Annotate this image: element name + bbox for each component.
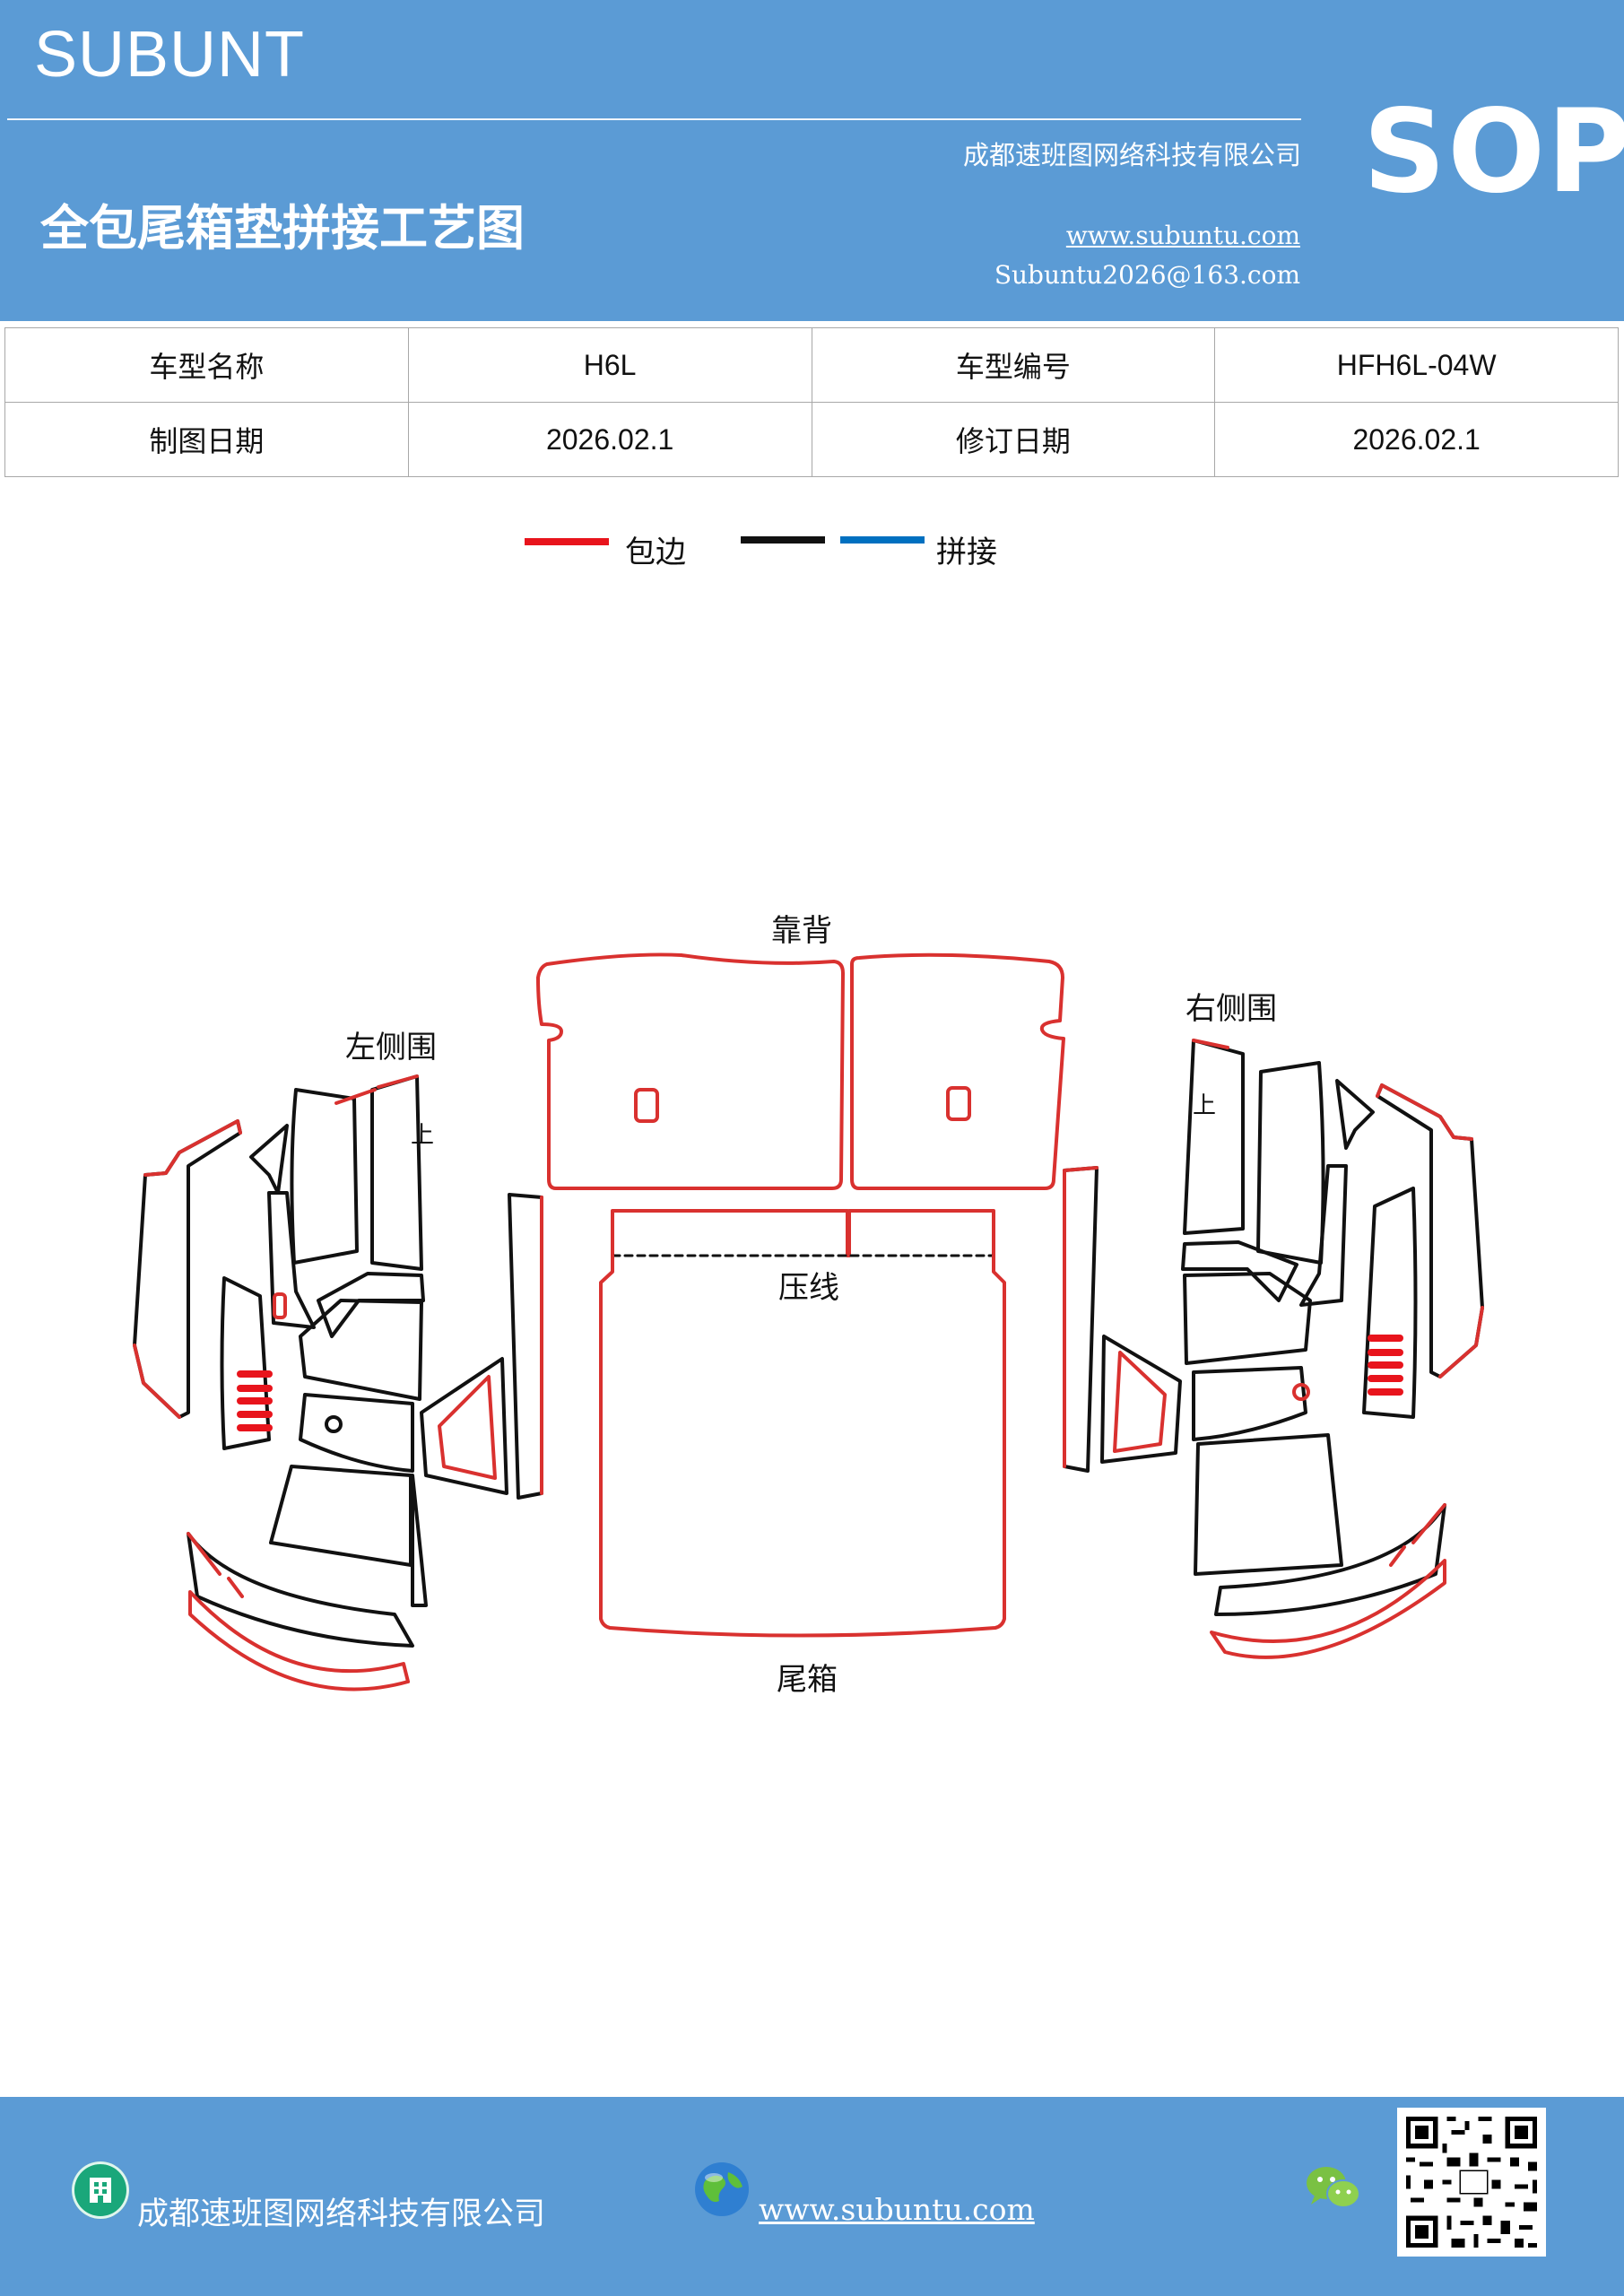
left-side-piece-i [269, 1465, 413, 1567]
right-side-group [1063, 1039, 1484, 1659]
left-side-piece-c [290, 1088, 359, 1265]
label-backrest: 靠背 [771, 913, 832, 949]
left-side-triangle-piece [420, 1357, 508, 1495]
wechat-icon [1302, 2161, 1365, 2215]
left-side-vent-slots [237, 1370, 273, 1431]
footer-website-link[interactable]: www.subuntu.com [759, 2192, 1035, 2227]
left-side-piece-h [299, 1393, 414, 1473]
left-side-piece-g [299, 1299, 423, 1401]
header-email: Subuntu2026@163.com [994, 260, 1300, 290]
left-side-hole [325, 1415, 343, 1433]
legend-label-edge: 包边 [625, 535, 686, 570]
globe-icon [692, 2160, 751, 2219]
left-side-outer-piece-edge [133, 1119, 242, 1419]
left-side-triangle-inner [438, 1375, 497, 1480]
value-draw-date: 2026.02.1 [407, 402, 812, 477]
footer-company: 成都速班图网络科技有限公司 [137, 2196, 546, 2232]
header-divider [7, 118, 1301, 120]
value-revise-date: 2026.02.1 [1214, 402, 1619, 477]
left-side-piece-d-edge [334, 1074, 419, 1105]
legend-blue-swatch [840, 536, 925, 544]
value-model-code: HFH6L-04W [1214, 327, 1619, 403]
left-side-outer-piece [133, 1119, 242, 1419]
trunk-top-right-strip [847, 1209, 995, 1257]
legend-label-splice: 拼接 [936, 535, 997, 570]
left-side-bottom-arc [188, 1590, 410, 1692]
header-banner [0, 0, 1624, 321]
trunk-top-left-strip [611, 1209, 849, 1257]
vehicle-info-table: 车型名称 H6L 车型编号 HFH6L-04W 制图日期 2026.02.1 修… [4, 327, 1619, 477]
brand-name: SUBUNT [34, 19, 306, 91]
sop-badge: SOP [1363, 85, 1624, 219]
value-model-name: H6L [407, 327, 812, 403]
left-side-arc-piece [187, 1532, 414, 1648]
table-row: 车型名称 H6L 车型编号 HFH6L-04W [4, 327, 1619, 403]
table-row: 制图日期 2026.02.1 修订日期 2026.02.1 [4, 402, 1619, 477]
left-side-piece-j [411, 1474, 428, 1607]
mark-up-right: 上 [1193, 1092, 1217, 1119]
left-side-arc-piece-edge [187, 1532, 244, 1598]
label-left-side: 左侧围 [345, 1030, 437, 1065]
left-side-small-slot [273, 1292, 287, 1319]
backrest-left-panel [536, 952, 845, 1190]
label-model-name: 车型名称 [4, 327, 409, 403]
legend-red-swatch [525, 538, 609, 545]
left-side-vertical-strip [508, 1193, 543, 1500]
mark-up-left: 上 [411, 1122, 435, 1149]
left-side-piece-b [249, 1124, 289, 1195]
label-draw-date: 制图日期 [4, 402, 409, 477]
trunk-floor-panel [599, 1254, 1006, 1638]
header-company: 成都速班图网络科技有限公司 [962, 140, 1301, 170]
left-side-piece-f [317, 1272, 425, 1338]
backrest-right-slot [946, 1086, 971, 1121]
label-revise-date: 修订日期 [811, 402, 1216, 477]
qr-code [1397, 2108, 1546, 2257]
label-trunk: 尾箱 [777, 1662, 838, 1698]
page-title: 全包尾箱垫拼接工艺图 [40, 199, 525, 257]
building-icon [72, 2161, 129, 2219]
backrest-left-slot [634, 1088, 659, 1123]
header-website-link[interactable]: www.subuntu.com [1065, 221, 1300, 250]
pattern-drawing [133, 952, 1484, 1692]
backrest-right-panel [850, 952, 1065, 1190]
label-right-side: 右侧围 [1185, 991, 1277, 1027]
left-side-piece-d [370, 1074, 423, 1271]
legend-black-swatch [741, 536, 825, 544]
label-model-code: 车型编号 [811, 327, 1216, 403]
label-crease: 压线 [778, 1270, 839, 1306]
left-side-piece-a [220, 1276, 271, 1450]
